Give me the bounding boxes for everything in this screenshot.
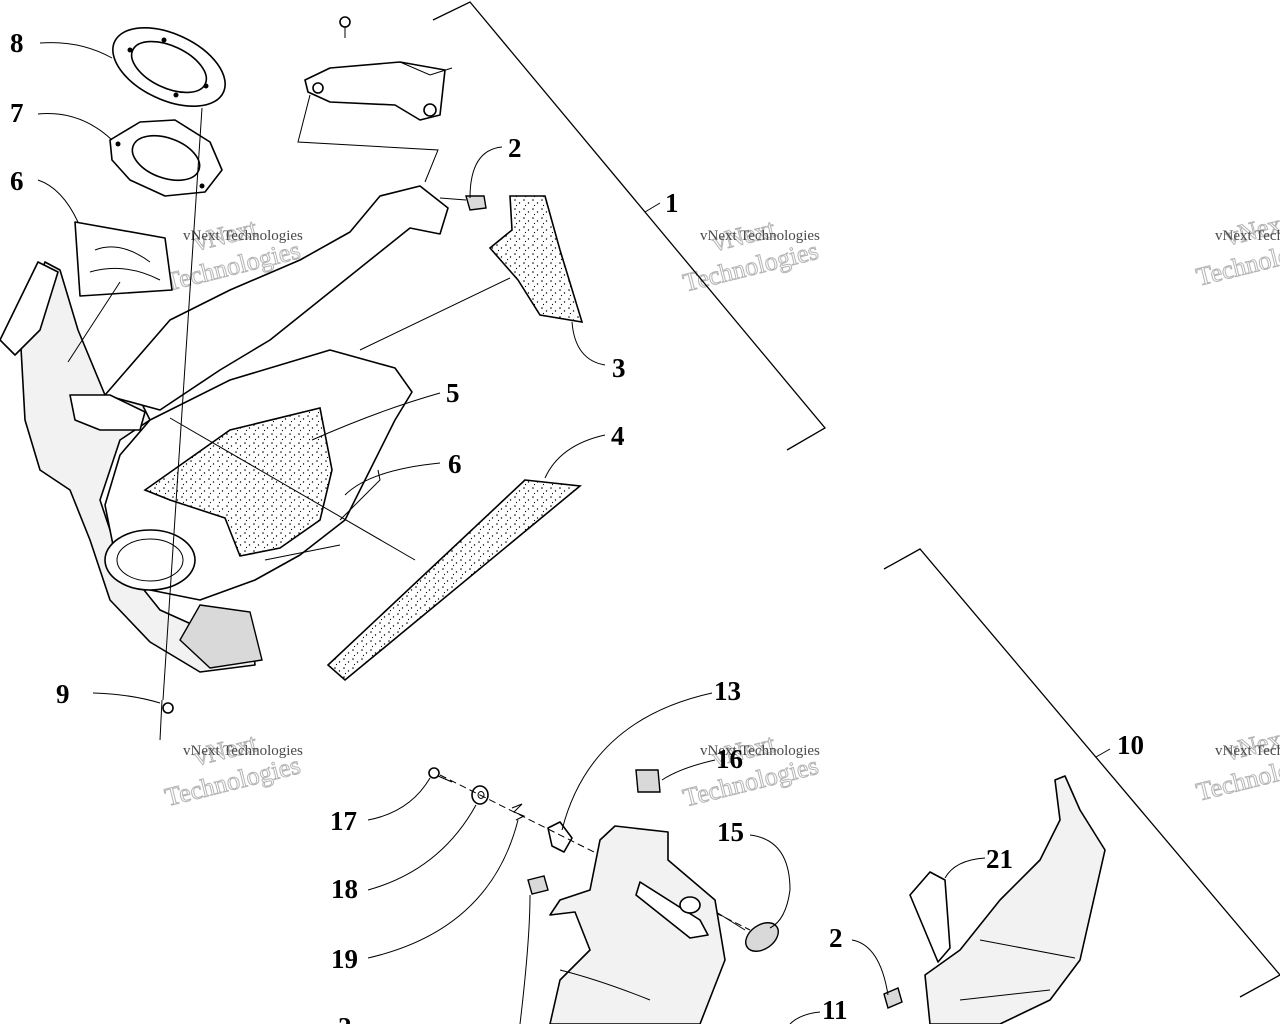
part-17-nut [635, 769, 661, 793]
part-21-bracket [909, 871, 951, 963]
callout-4: 4 [611, 421, 625, 451]
callout-2c: 2 [338, 1012, 352, 1024]
callout-13: 11 [822, 995, 848, 1024]
callout-21: 21 [986, 844, 1013, 874]
part-9-gasket [112, 26, 226, 108]
part-16-knob [704, 904, 779, 952]
part-10-rivet [159, 107, 203, 741]
callout-2b: 2 [829, 923, 843, 953]
watermark-small: vNext Technologies [700, 743, 820, 759]
part-7-panel [74, 221, 173, 297]
callout-1: 1 [665, 188, 679, 218]
callout-19: 18 [331, 874, 358, 904]
watermark-small: vNext Technologies [1215, 743, 1280, 759]
watermark-small: vNext Technologies [1215, 228, 1280, 244]
part-2-clip [439, 195, 487, 211]
assembly-bracket-1 [432, 1, 826, 451]
reference-line-4 [169, 417, 416, 561]
part-top-bracket [304, 16, 453, 121]
callout-20: 19 [331, 944, 358, 974]
callout-10: 9 [56, 679, 70, 709]
part-2-lower-clip [527, 875, 549, 895]
watermark-small: vNext Technologies [183, 743, 303, 759]
part-2-right-clip [883, 987, 903, 1009]
callout-3: 3 [612, 353, 626, 383]
part-8-ring-bracket [109, 119, 223, 197]
leader-lines [37, 42, 1111, 1024]
callout-8: 7 [10, 98, 24, 128]
callout-2: 2 [508, 133, 522, 163]
callout-5: 5 [446, 378, 460, 408]
watermark-small: vNext Technologies [700, 228, 820, 244]
callout-labels: 8 7 6 2 1 3 5 4 6 9 13 10 16 17 15 21 18… [10, 28, 1144, 1024]
reference-line-7 [67, 281, 121, 363]
callout-16: 15 [717, 817, 744, 847]
callout-17: 16 [716, 744, 743, 774]
part-15-grommet [547, 821, 573, 853]
callout-18: 17 [330, 806, 357, 836]
callout-9: 8 [10, 28, 24, 58]
callout-7: 6 [10, 166, 24, 196]
part-5-foam [143, 407, 333, 557]
part-4-foam-strip [326, 479, 582, 682]
callout-11: 10 [1117, 730, 1144, 760]
part-3-foam-block [488, 195, 584, 324]
assembly-bracket-11 [883, 548, 1280, 998]
reference-line-3 [359, 277, 511, 351]
part-18-screw [428, 767, 453, 783]
callout-6: 6 [448, 449, 462, 479]
reference-line-bracket [297, 94, 439, 183]
callout-15: 13 [714, 676, 741, 706]
watermark-small: vNext Technologies [183, 228, 303, 244]
part-11-lower-panel [924, 775, 1106, 1024]
part-lower-housing [549, 825, 726, 1024]
